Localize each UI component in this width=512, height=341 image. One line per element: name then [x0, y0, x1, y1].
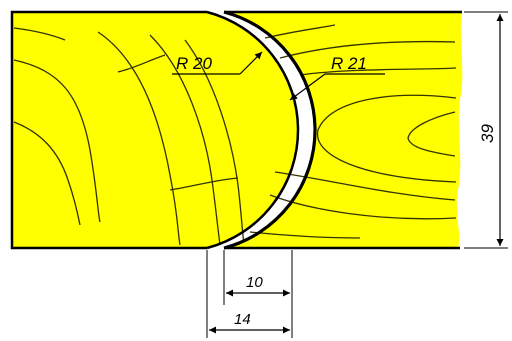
- radius-convex-label: R 20: [176, 54, 212, 73]
- depth-inner-dimension: 10: [226, 274, 290, 297]
- depth-inner-label: 10: [246, 274, 263, 291]
- depth-outer-dimension: 14: [209, 311, 290, 334]
- right-board: [224, 10, 463, 250]
- left-board-grain: [13, 27, 245, 246]
- concave-profile-arc: [223, 10, 317, 250]
- right-board-body: [224, 12, 463, 248]
- radius-concave-callout: R 21: [289, 54, 385, 101]
- height-dimension-label: 39: [478, 124, 497, 143]
- right-board-grain: [249, 24, 457, 239]
- convex-profile-arc: [206, 10, 300, 250]
- left-board: [10, 10, 299, 250]
- radius-convex-callout: R 20: [172, 51, 263, 75]
- left-board-body: [12, 12, 299, 248]
- left-board-outline: [10, 10, 207, 250]
- height-dimension: 39: [464, 11, 508, 249]
- radius-concave-label: R 21: [331, 54, 367, 73]
- depth-outer-label: 14: [234, 311, 251, 328]
- depth-extension-lines: [206, 250, 293, 338]
